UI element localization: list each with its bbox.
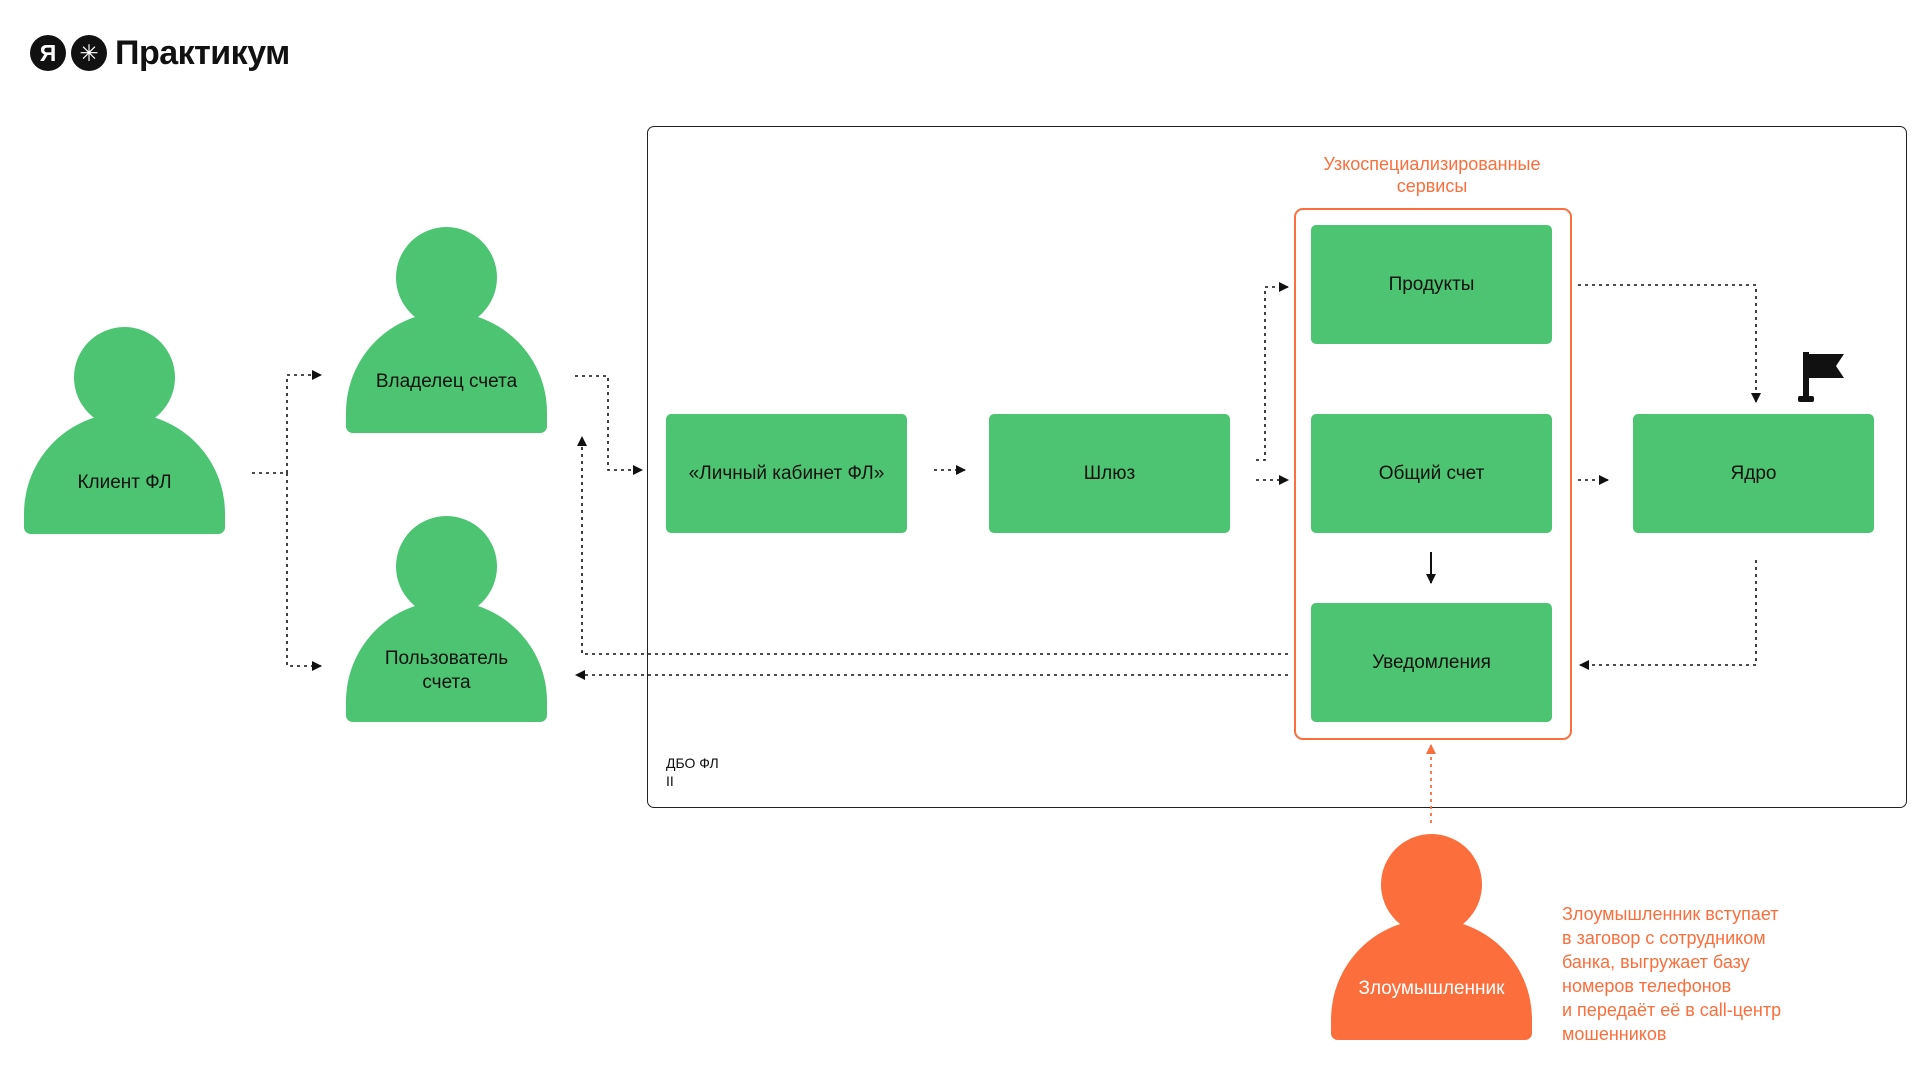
arrow-client-owner [252, 370, 322, 474]
actor-client: Клиент ФЛ [24, 327, 225, 534]
box-gateway: Шлюз [989, 414, 1230, 533]
logo: Я ✳ Практикум [30, 33, 290, 73]
actor-owner-head [396, 227, 497, 328]
actor-attacker-label: Злоумышленник [1331, 919, 1532, 1040]
arrow-core-notifications [1579, 560, 1757, 670]
arrow-gateway-products [1256, 282, 1289, 461]
box-core: Ядро [1633, 414, 1874, 533]
attacker-note: Злоумышленник вступает в заговор с сотру… [1562, 904, 1782, 1044]
actor-user-head [396, 516, 497, 617]
services-group-label: Узкоспециализированные сервисы [1323, 154, 1541, 196]
box-notifications: Уведомления [1311, 603, 1552, 722]
box-products: Продукты [1311, 225, 1552, 344]
logo-asterisk-icon: ✳ [71, 35, 107, 71]
actor-owner: Владелец счета [346, 227, 547, 433]
actor-client-head [74, 327, 175, 428]
arrow-products-core [1578, 284, 1761, 403]
arrow-client-user [286, 473, 322, 671]
logo-ya-mark: Я [30, 35, 66, 71]
logo-text: Практикум [115, 33, 290, 72]
box-shared-account: Общий счет [1311, 414, 1552, 533]
actor-attacker: Злоумышленник [1331, 834, 1532, 1040]
arrow-owner-cabinet [575, 375, 643, 475]
services-group [1294, 208, 1572, 740]
actor-attacker-head [1381, 834, 1482, 935]
system-boundary-label: ДБО ФЛ II [666, 755, 719, 789]
system-boundary [647, 126, 1907, 808]
actor-user: Пользователь счета [346, 516, 547, 722]
flag-icon [1798, 352, 1844, 402]
box-personal-cabinet: «Личный кабинет ФЛ» [666, 414, 907, 533]
